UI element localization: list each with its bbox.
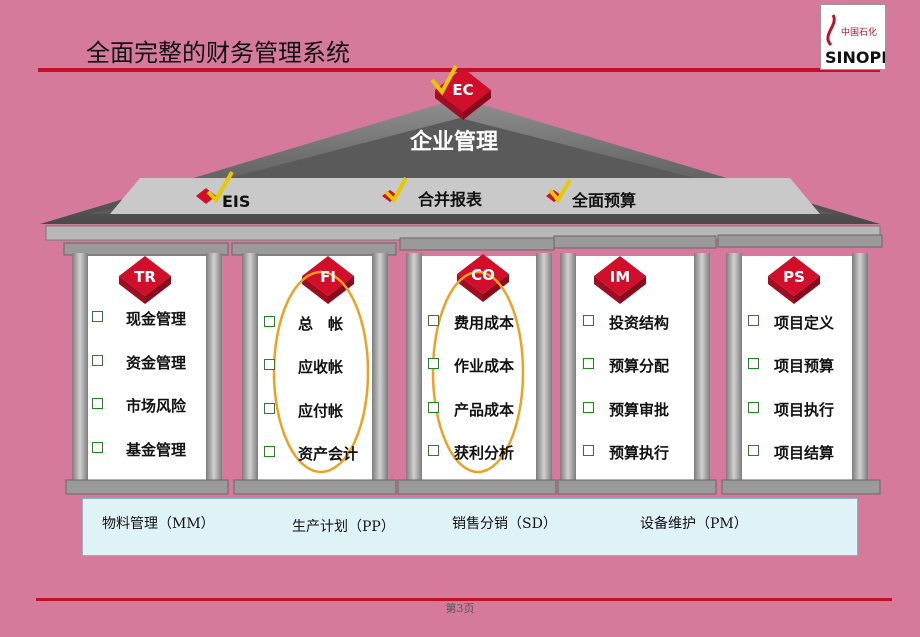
page-title: 全面完整的财务管理系统 [86,39,350,67]
eis-check-icon [206,171,234,204]
list-item: 投资结构 [609,314,670,332]
checkbox [583,445,594,456]
checkbox [428,445,439,456]
qmys-check-icon [548,178,572,204]
module-sd: 销售分销（SD） [452,516,557,532]
checkbox [748,315,759,326]
tr-label: TR [134,268,156,286]
pillars [72,253,868,483]
checkbox [264,446,275,457]
svg-text:中国石化: 中国石化 [841,26,877,38]
list-item: 预算执行 [609,444,670,462]
base-3 [397,479,557,495]
tr-diamond [119,256,171,304]
co-diamond [457,254,509,302]
checkbox [428,358,439,369]
list-item: 资产会计 [298,445,359,463]
hbbb-check-icon [384,177,408,204]
roof-item-budget: 全面预算 [572,191,637,210]
im-diamond [594,256,646,304]
co-highlight-ellipse [431,270,525,474]
list-item: 获利分析 [454,444,515,462]
checkbox [92,355,103,366]
im-label: IM [609,268,631,286]
list-item: 项目执行 [774,401,835,419]
module-pm: 设备维护（PM） [640,516,748,532]
checkbox [92,311,103,322]
list-item: 作业成本 [454,357,515,375]
eis-diamond [196,188,216,204]
capital-2 [231,242,397,256]
capital-1 [63,242,229,256]
checkbox [583,315,594,326]
list-item: 预算审批 [609,401,670,419]
base-5 [721,479,881,495]
checkbox [92,398,103,409]
checkbox [428,315,439,326]
checkbox [748,445,759,456]
base-4 [557,479,717,495]
logistics-modules-bar [82,498,858,556]
roof-band [110,178,820,214]
checkbox [583,402,594,413]
checkbox [264,316,275,327]
fi-diamond [302,256,354,304]
title-underline [38,68,880,72]
list-item: 现金管理 [126,310,187,328]
checkbox [264,403,275,414]
capital-5 [717,234,883,248]
ps-diamond [768,256,820,304]
fi-label: FI [320,268,336,286]
list-item: 市场风险 [126,397,187,415]
list-item: 产品成本 [454,401,515,419]
base-2 [233,479,397,495]
capital-4 [553,235,717,249]
checkbox [264,359,275,370]
roof-item-eis: EIS [222,192,251,211]
checkbox [748,358,759,369]
list-item: 应付帐 [298,402,344,420]
checkbox [748,402,759,413]
list-item: 费用成本 [454,314,515,332]
list-item: 项目预算 [774,357,835,375]
list-item: 项目结算 [774,444,835,462]
ec-check-icon [430,65,458,96]
checkbox [428,402,439,413]
list-item: 应收帐 [298,358,344,376]
checkbox [583,358,594,369]
ps-label: PS [783,268,805,286]
list-item: 总 帐 [298,315,344,333]
module-pp: 生产计划（PP） [292,519,395,535]
module-mm: 物料管理（MM） [102,516,215,532]
list-item: 资金管理 [126,354,187,372]
ec-badge-label: EC [452,81,474,99]
page-number: 第3页 [445,602,475,615]
panel-im [576,256,694,482]
list-item: 预算分配 [609,357,670,375]
base-1 [65,479,229,495]
roof-item-consolidated: 合并报表 [418,190,483,209]
fi-highlight-ellipse [272,270,370,474]
capital-3 [399,237,555,251]
list-item: 基金管理 [126,441,187,459]
list-item: 项目定义 [774,314,835,332]
checkbox [92,442,103,453]
roof-heading: 企业管理 [410,130,499,155]
footer-rule [36,598,892,601]
co-label: CO [471,266,495,284]
